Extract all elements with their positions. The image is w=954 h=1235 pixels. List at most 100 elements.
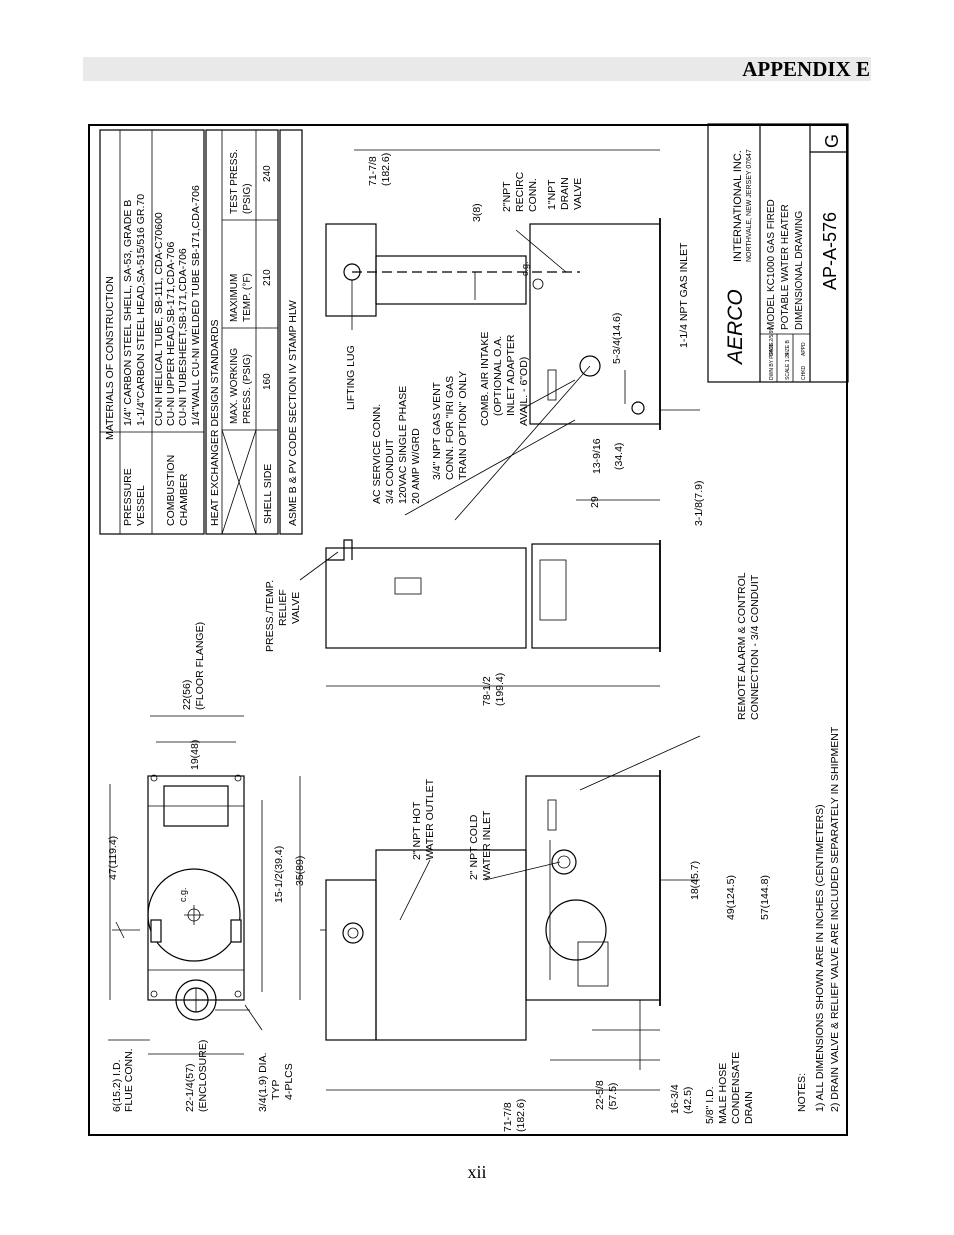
dim-71-front: 71-7/8 xyxy=(502,1102,514,1132)
description-line-3: DIMENSIONAL DRAWING xyxy=(794,211,805,330)
code-stamp-box: ASME B & PV CODE SECTION IV STAMP HLW xyxy=(279,129,303,535)
recirc-1: 2"NPT xyxy=(501,181,513,212)
hot-outlet-2: WATER OUTLET xyxy=(424,778,436,860)
air-intake-3: INLET ADAPTER xyxy=(505,334,517,416)
title-block: AERCO INTERNATIONAL INC. NORTHVALE, NEW … xyxy=(707,123,849,383)
materials-title: MATERIALS OF CONSTRUCTION xyxy=(104,276,116,440)
dim-floor-flange: (FLOOR FLANGE) xyxy=(194,622,206,710)
materials-table: MATERIALS OF CONSTRUCTION PRESSURE VESSE… xyxy=(99,129,205,535)
cold-inlet-1: 2" NPT COLD xyxy=(468,814,480,880)
dim-29: 29 xyxy=(589,496,601,508)
relief-valve-2: RELIEF xyxy=(277,589,289,626)
dim-34-4: (34.4) xyxy=(613,443,625,470)
flue-label-2: FLUE CONN. xyxy=(123,1048,135,1112)
materials-row2-spec-b: CU-NI UPPER HEAD,SB-171,CDA-706 xyxy=(165,241,177,426)
dim-22-5-8: 22-5/8 xyxy=(594,1080,606,1110)
field-approved: APPD xyxy=(801,342,807,356)
value-test-pressure: 240 xyxy=(262,165,273,182)
flue-label-1: 6(15.2) I.D. xyxy=(111,1059,123,1112)
top-cg: c.g. xyxy=(178,887,188,902)
remote-alarm-2: CONNECTION - 3/4 CONDUIT xyxy=(749,574,761,720)
remote-alarm-1: REMOTE ALARM & CONTROL xyxy=(736,572,748,720)
drain-label-1: 5/8" I.D. xyxy=(704,1086,716,1124)
dim-3-1-8: 3-1/8(7.9) xyxy=(693,480,705,526)
drain-label-3: CONDENSATE xyxy=(730,1052,742,1124)
recirc-3: CONN. xyxy=(527,178,539,212)
lifting-lug: LIFTING LUG xyxy=(345,345,357,410)
design-standards-table: HEAT EXCHANGER DESIGN STANDARDS MAX. WOR… xyxy=(205,129,279,535)
dim-3-8: 3(8) xyxy=(471,203,483,222)
dim-16-3-4: 16-3/4 xyxy=(669,1084,681,1114)
header-max-temp-b: TEMP. (°F) xyxy=(242,273,253,322)
materials-row2-item-b: CHAMBER xyxy=(178,473,190,526)
code-stamp-text: ASME B & PV CODE SECTION IV STAMP HLW xyxy=(287,300,299,526)
value-working-pressure: 160 xyxy=(262,373,273,390)
field-drawn-by: DWN BY P.RIOS xyxy=(769,342,775,380)
notes-title: NOTES: xyxy=(796,1073,808,1112)
ac-service-1: AC SERVICE CONN. xyxy=(371,404,383,504)
materials-row1-item-b: VESSEL xyxy=(135,485,147,526)
page-number: xii xyxy=(467,1162,487,1182)
company-address: NORTHVALE, NEW JERSEY 07647 xyxy=(746,149,753,262)
field-scale: SCALE 1:24 xyxy=(785,352,791,380)
dim-22: 22(56) xyxy=(181,680,193,710)
dim-15-half: 15-1/2(39.4) xyxy=(273,846,285,903)
drain-valve-1: 1"NPT xyxy=(546,179,558,210)
drain-valve-3: VALVE xyxy=(572,178,584,210)
holes-label-2: TYP xyxy=(270,1080,282,1100)
relief-valve-1: PRESS./TEMP. xyxy=(264,580,276,652)
note-1: 1) ALL DIMENSIONS SHOWN ARE IN INCHES (C… xyxy=(814,804,826,1112)
field-size: SIZE B xyxy=(785,339,791,356)
gas-vent-2: CONN. FOR "IRI GAS xyxy=(444,376,456,480)
dim-71-rear: 71-7/8 xyxy=(367,156,379,186)
header-max-working-a: MAX. WORKING xyxy=(229,348,240,424)
dim-57-5: (57.5) xyxy=(607,1083,619,1110)
rear-cg: c.g. xyxy=(520,261,530,276)
enclosure-label-2: (ENCLOSURE) xyxy=(197,1040,209,1112)
ac-service-3: 120VAC SINGLE PHASE xyxy=(397,386,409,504)
dim-182-front: (182.6) xyxy=(515,1099,527,1132)
ac-service-4: 20 AMP W/GRD xyxy=(410,428,422,504)
dim-49: 49(124.5) xyxy=(725,875,737,920)
relief-valve-3: VALVE xyxy=(290,592,302,624)
air-intake-1: COMB. AIR INTAKE xyxy=(479,332,491,426)
materials-row2-spec-a: CU-NI HELICAL TUBE, SB-111, CDA-C70600 xyxy=(153,212,165,426)
row-label-shell-side: SHELL SIDE xyxy=(262,464,274,524)
enclosure-label-1: 22-1/4(57) xyxy=(184,1064,196,1112)
drain-label-2: MALE HOSE xyxy=(717,1063,729,1124)
header-test-press-a: TEST PRESS. xyxy=(229,149,240,214)
top-view: 6(15.2) I.D. FLUE CONN. 22-1/4(57) (ENCL… xyxy=(107,622,306,1112)
drain-label-4: DRAIN xyxy=(743,1091,755,1124)
header-max-working-b: PRESS. (PSIG) xyxy=(242,354,253,424)
dim-199: (199.4) xyxy=(494,673,506,706)
air-intake-4: AVAIL. - 6"OD) xyxy=(518,357,530,426)
drawing-frame xyxy=(88,124,848,1136)
dim-57: 57(144.8) xyxy=(759,875,771,920)
aerco-logo: AERCO xyxy=(724,289,747,366)
materials-row1-spec-b: 1-1/4"CARBON STEEL HEAD,SA-515/516 GR.70 xyxy=(135,194,147,426)
materials-row2-spec-d: 1/4"WALL CU-NI WELDED TUBE SB-171,CDA-70… xyxy=(190,185,202,426)
drain-valve-2: DRAIN xyxy=(559,177,571,210)
header-band xyxy=(83,57,871,81)
cold-inlet-2: WATER INLET xyxy=(481,810,493,880)
air-intake-2: (OPTIONAL O.A. xyxy=(492,336,504,416)
front-view: 2" NPT HOT WATER OUTLET 2" NPT COLD WATE… xyxy=(320,770,771,1132)
dim-19: 19(48) xyxy=(189,740,201,770)
materials-row1-item-a: PRESSURE xyxy=(122,468,134,526)
materials-row2-spec-c: CU-NI TUBESHEET,SB-171,CDA-706 xyxy=(177,248,189,426)
drawing-number: AP-A-576 xyxy=(820,212,840,290)
dim-42-5: (42.5) xyxy=(682,1087,694,1114)
header-test-press-b: (PSIG) xyxy=(242,183,253,214)
design-standards-title: HEAT EXCHANGER DESIGN STANDARDS xyxy=(209,319,221,526)
company-name: INTERNATIONAL INC. xyxy=(732,150,744,262)
materials-row1-spec-a: 1/4" CARBON STEEL SHELL, SA-53, GRADE B xyxy=(122,200,134,426)
dim-182-rear: (182.6) xyxy=(380,153,392,186)
dim-78-half: 78-1/2 xyxy=(481,676,493,706)
gas-vent-3: TRAIN OPTION" ONLY xyxy=(457,371,469,480)
revision-letter: G xyxy=(822,134,842,148)
dim-5-3-4: 5-3/4(14.6) xyxy=(611,313,623,364)
field-checked: CHKD xyxy=(801,365,807,380)
dim-13-9-16: 13-9/16 xyxy=(591,438,603,474)
appendix-title: APPENDIX E xyxy=(742,57,870,81)
